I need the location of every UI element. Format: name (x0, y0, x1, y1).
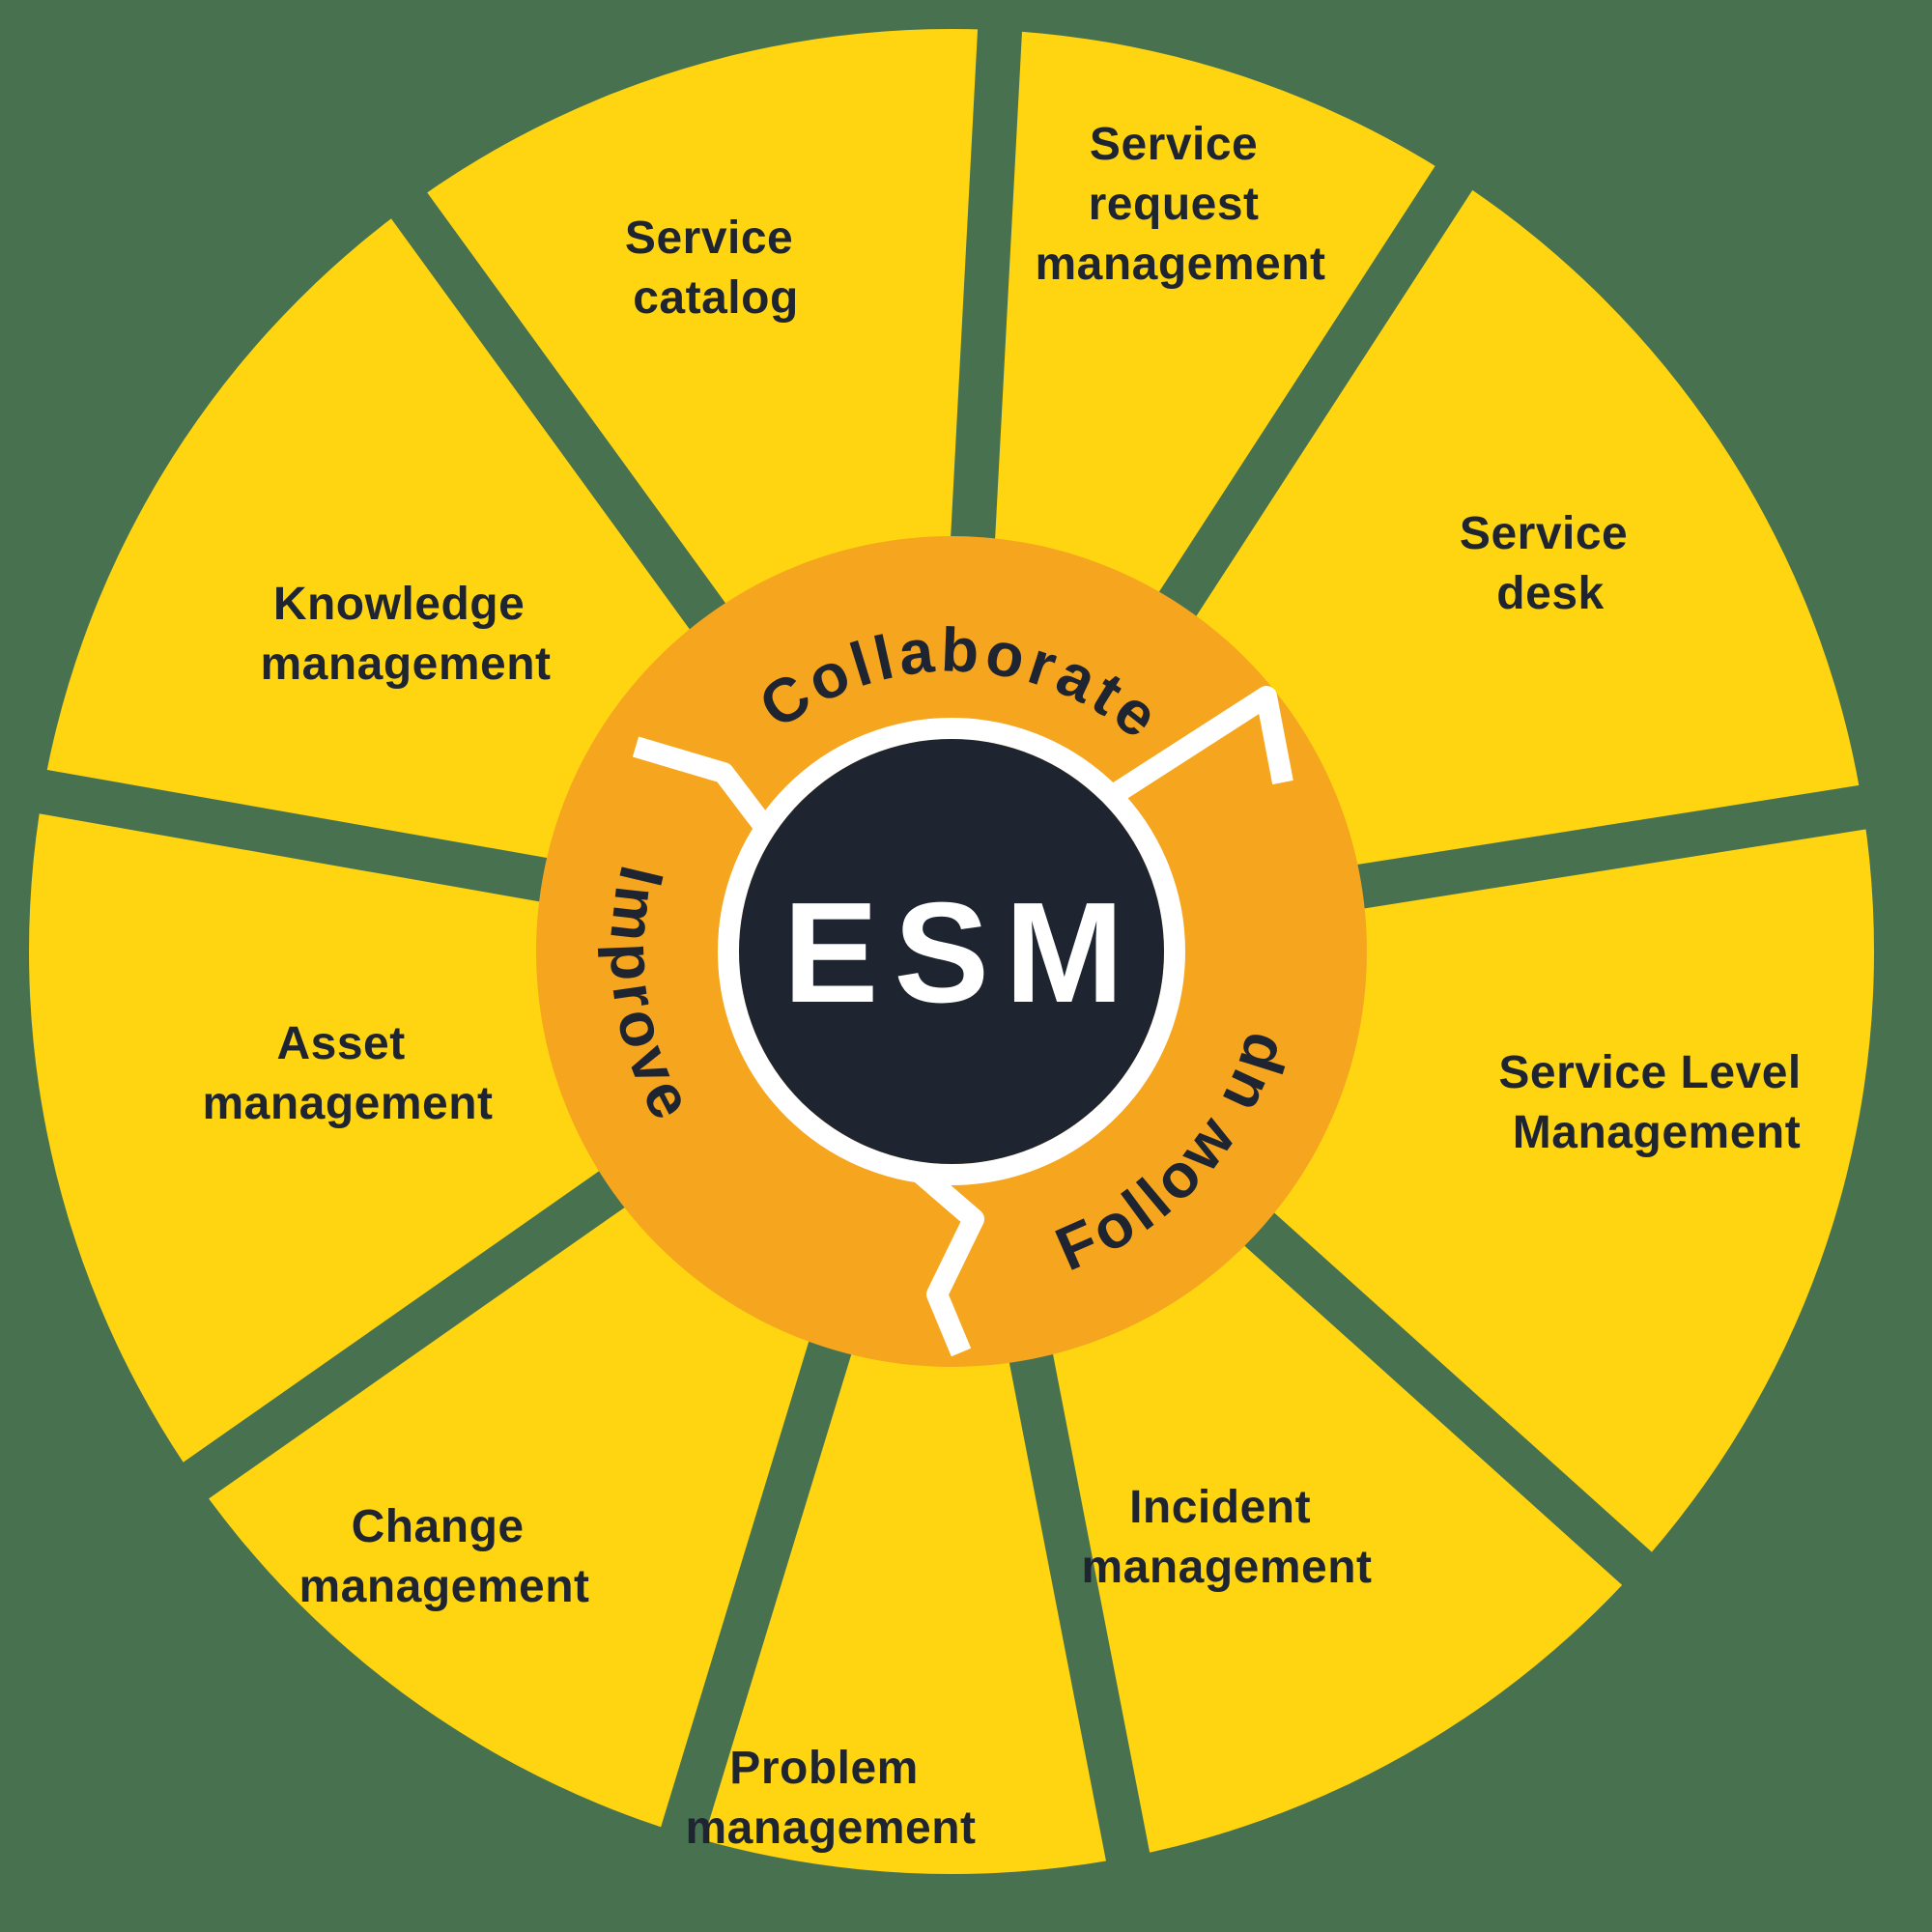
segment-gap-top (951, 0, 1024, 542)
segment-label-incident-management: Incident management (1081, 1482, 1372, 1593)
esm-label: ESM (783, 873, 1140, 1033)
segment-label-change-management: Change management (298, 1501, 589, 1612)
esm-core-circle (739, 739, 1164, 1164)
segment-gap-right (1355, 777, 1919, 909)
segment-gap-upper-right (1157, 121, 1502, 618)
segment-label-service-level-management: Service Level Management (1498, 1047, 1814, 1158)
segment-gaps (0, 0, 1916, 1909)
cycle-arrow-bottom-icon (910, 1162, 984, 1357)
cycle-ring (718, 718, 1185, 1185)
segment-label-knowledge-management: Knowledge management (260, 579, 551, 690)
cycle-arrow-left-icon (632, 736, 772, 832)
cycle-arrows (632, 686, 1293, 1357)
cycle-arrow-right-icon (1109, 686, 1293, 804)
segment-label-service-desk: Service desk (1460, 508, 1641, 619)
segment-gap-upper-left (359, 149, 727, 632)
segment-gap-bottom-right (1009, 1351, 1160, 1914)
segment-gap-bottom-left (644, 1339, 853, 1891)
segment-label-problem-management: Problem management (685, 1743, 976, 1854)
segment-gap-left-lower (139, 1170, 627, 1529)
segment-label-asset-management: Asset management (202, 1018, 493, 1129)
segment-label-service-request-management: Service request management (1035, 119, 1325, 290)
segment-gap-left (0, 761, 549, 902)
segment-label-service-catalog: Service catalog (625, 213, 807, 324)
segment-gap-lower-right (1242, 1210, 1692, 1622)
